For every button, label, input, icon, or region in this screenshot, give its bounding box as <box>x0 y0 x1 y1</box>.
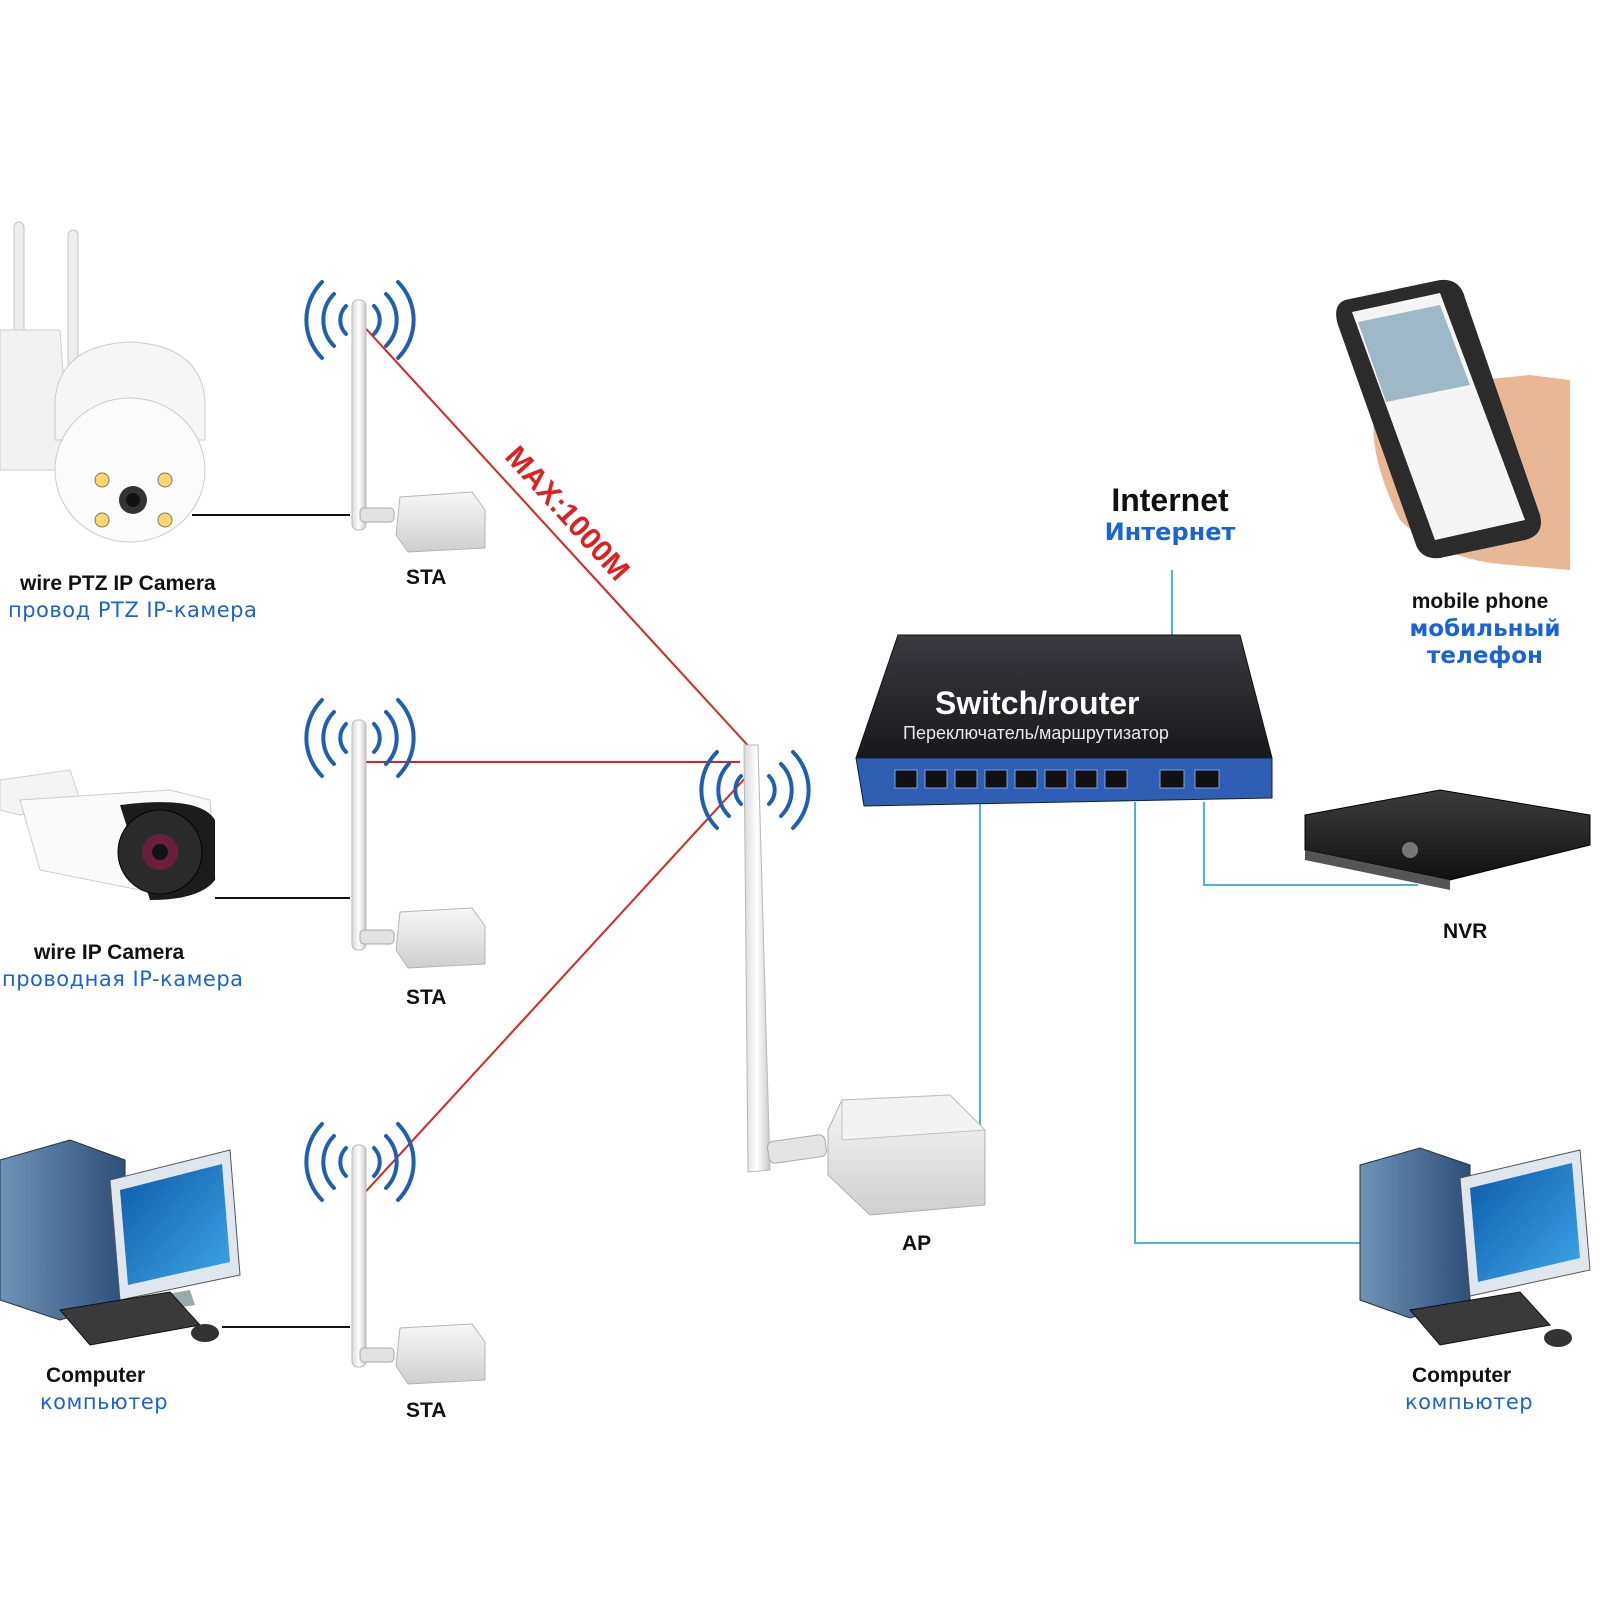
link-switch-nvr <box>1203 802 1418 886</box>
mobile-label-ru-1: мобильный <box>1409 616 1561 642</box>
ap-label: AP <box>902 1232 932 1255</box>
link-switch-pc-right <box>1134 802 1362 1244</box>
switch-title: Switch/router <box>935 685 1140 721</box>
wireless-links <box>357 319 753 1201</box>
distance-label: MAX:1000M <box>498 440 635 587</box>
internet-label-ru: Интернет <box>1104 518 1236 546</box>
nvr-label: NVR <box>1443 920 1488 943</box>
bullet-camera-label: wire IP Camera <box>34 941 185 964</box>
nvr-icon <box>1304 789 1591 890</box>
mobile-label-ru-2: телефон <box>1427 643 1543 669</box>
sta-unit-icon <box>351 299 486 553</box>
switch-subtitle: Переключатель/маршрутизатор <box>903 723 1169 743</box>
internet-label: Internet <box>1111 482 1229 518</box>
desktop-computer-icon <box>0 1139 241 1346</box>
ptz-camera-label-ru: провод PTZ IP-камера <box>8 598 258 622</box>
computer-left-label-ru: компьютер <box>40 1390 169 1414</box>
sta-unit-icon <box>351 1144 486 1385</box>
mobile-label: mobile phone <box>1411 590 1549 613</box>
ptz-camera-icon <box>0 221 206 543</box>
computer-right-label: Computer <box>1412 1364 1512 1387</box>
bullet-camera-label-ru: проводная IP-камера <box>2 967 244 991</box>
wireless-link-sta1-ap <box>357 319 753 751</box>
sta-unit-icon <box>351 719 486 969</box>
ptz-camera-label: wire PTZ IP Camera <box>20 572 216 595</box>
desktop-computer-icon <box>1359 1147 1591 1347</box>
mobile-phone-icon <box>1336 279 1570 570</box>
computer-right-label-ru: компьютер <box>1405 1390 1534 1414</box>
computer-left-label: Computer <box>46 1364 146 1387</box>
sta2-label: STA <box>406 986 447 1009</box>
bullet-camera-icon <box>0 769 216 900</box>
black-links <box>192 514 350 1328</box>
sta3-label: STA <box>406 1399 447 1422</box>
ap-unit-icon <box>743 744 987 1216</box>
switch-router-icon <box>855 634 1273 807</box>
wireless-link-sta3-ap <box>357 774 749 1201</box>
sta1-label: STA <box>406 566 447 589</box>
wifi-waves-icon <box>304 280 811 1202</box>
